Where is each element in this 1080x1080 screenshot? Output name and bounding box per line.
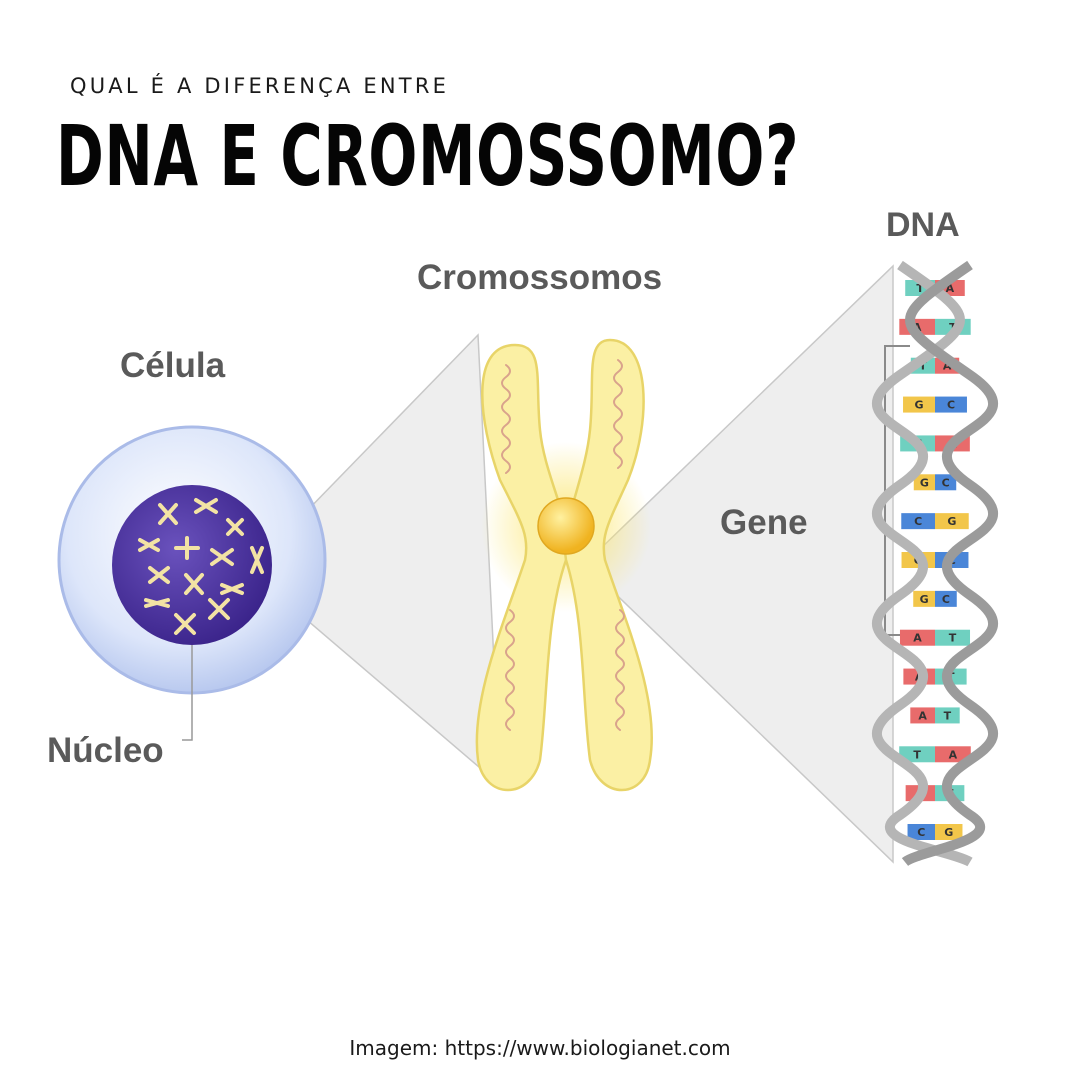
nucleus-chromosomes [138, 498, 264, 635]
base-letter: A [913, 632, 922, 645]
base-letter: G [920, 593, 929, 606]
base-letter: C [942, 593, 950, 606]
base-letter: C [914, 515, 922, 528]
base-G [903, 396, 935, 413]
base-letter: C [942, 476, 950, 489]
base-G [913, 590, 935, 607]
nucleus-pointer-line [182, 645, 193, 741]
base-A [899, 629, 935, 646]
nucleus [112, 485, 272, 645]
base-letter: C [947, 399, 955, 412]
page-title: DNA E CROMOSSOMO? [56, 107, 800, 206]
label-chromosomes: Cromossomos [417, 258, 663, 297]
base-letter: G [944, 826, 953, 839]
label-dna: DNA [886, 206, 960, 244]
base-A [935, 746, 971, 763]
image-credit: Imagem: https://www.biologianet.com [349, 1036, 731, 1060]
dna-backbone-left [871, 260, 973, 867]
base-T [935, 629, 971, 646]
chromosome [475, 338, 653, 792]
base-T [899, 746, 935, 763]
cell [57, 425, 327, 741]
base-letter: A [918, 709, 927, 722]
base-letter: A [943, 360, 952, 373]
centromere [537, 497, 595, 555]
base-C [935, 590, 957, 607]
base-letter: A [946, 282, 955, 295]
base-letter: T [913, 748, 921, 761]
base-G [935, 513, 969, 530]
base-letter: C [917, 826, 925, 839]
label-cell: Célula [120, 346, 226, 385]
base-C [907, 824, 935, 840]
base-G [913, 474, 935, 491]
base-letter: T [949, 632, 957, 645]
base-G [935, 824, 963, 840]
base-letter: T [919, 360, 927, 373]
base-letter: G [947, 515, 956, 528]
base-letter: T [916, 282, 924, 295]
base-C [935, 474, 957, 491]
label-gene: Gene [720, 503, 808, 542]
subtitle: QUAL É A DIFERENÇA ENTRE [70, 74, 450, 98]
base-letter: A [949, 748, 958, 761]
base-letter: G [920, 476, 929, 489]
base-C [901, 513, 935, 530]
dna-backbone-right [901, 260, 999, 867]
base-A [910, 707, 935, 724]
base-T [935, 707, 960, 724]
label-nucleus: Núcleo [47, 731, 164, 770]
base-letter: G [915, 399, 924, 412]
base-C [935, 396, 967, 413]
base-letter: T [944, 709, 952, 722]
